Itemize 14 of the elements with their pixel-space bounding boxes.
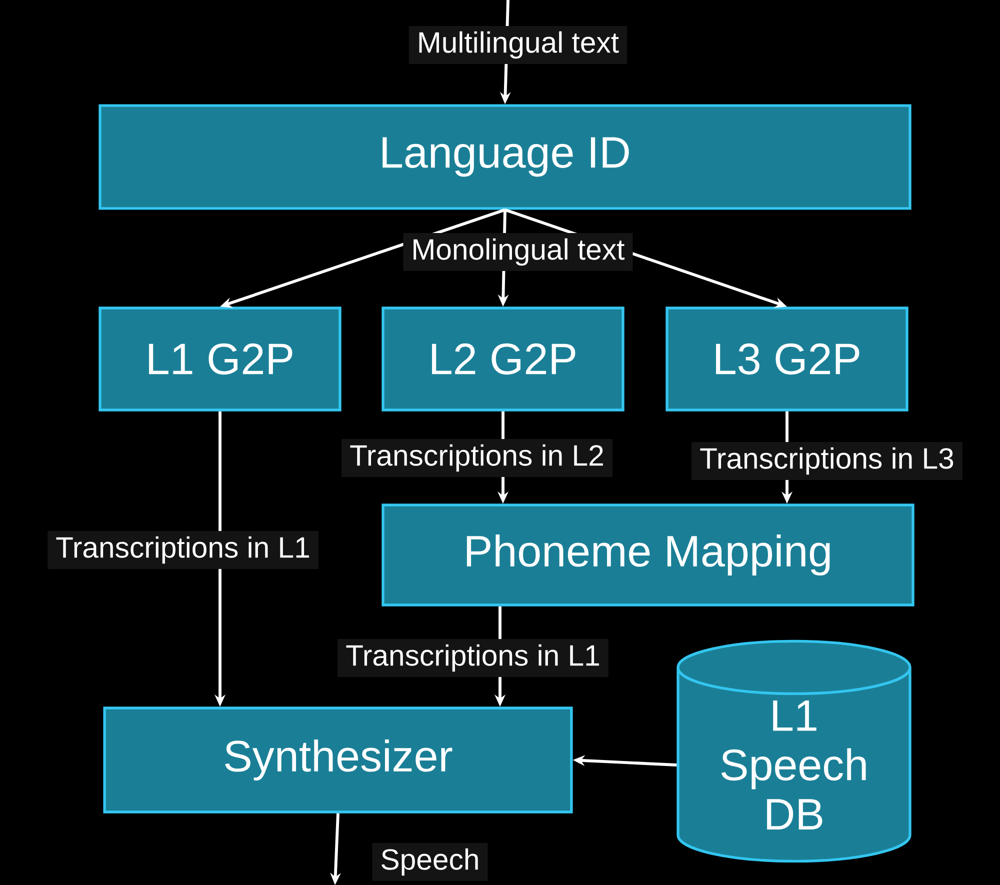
process-box: L2 G2P	[382, 306, 624, 412]
edge-label: Transcriptions in L3	[692, 442, 962, 480]
process-box: Language ID	[98, 104, 912, 210]
edge-label: Transcriptions in L1	[48, 531, 318, 569]
edge-label: Monolingual text	[403, 233, 633, 271]
edge-label: Transcriptions in L1	[338, 639, 608, 677]
process-box: Phoneme Mapping	[382, 504, 914, 606]
edge-label: Multilingual text	[408, 26, 628, 64]
process-box: L3 G2P	[666, 306, 908, 412]
database-cylinder: L1 Speech DB	[676, 640, 912, 863]
process-box: Synthesizer	[103, 706, 573, 814]
edge-label: Transcriptions in L2	[342, 439, 612, 477]
edge-label: Speech	[372, 843, 488, 881]
process-box: L1 G2P	[98, 306, 342, 412]
